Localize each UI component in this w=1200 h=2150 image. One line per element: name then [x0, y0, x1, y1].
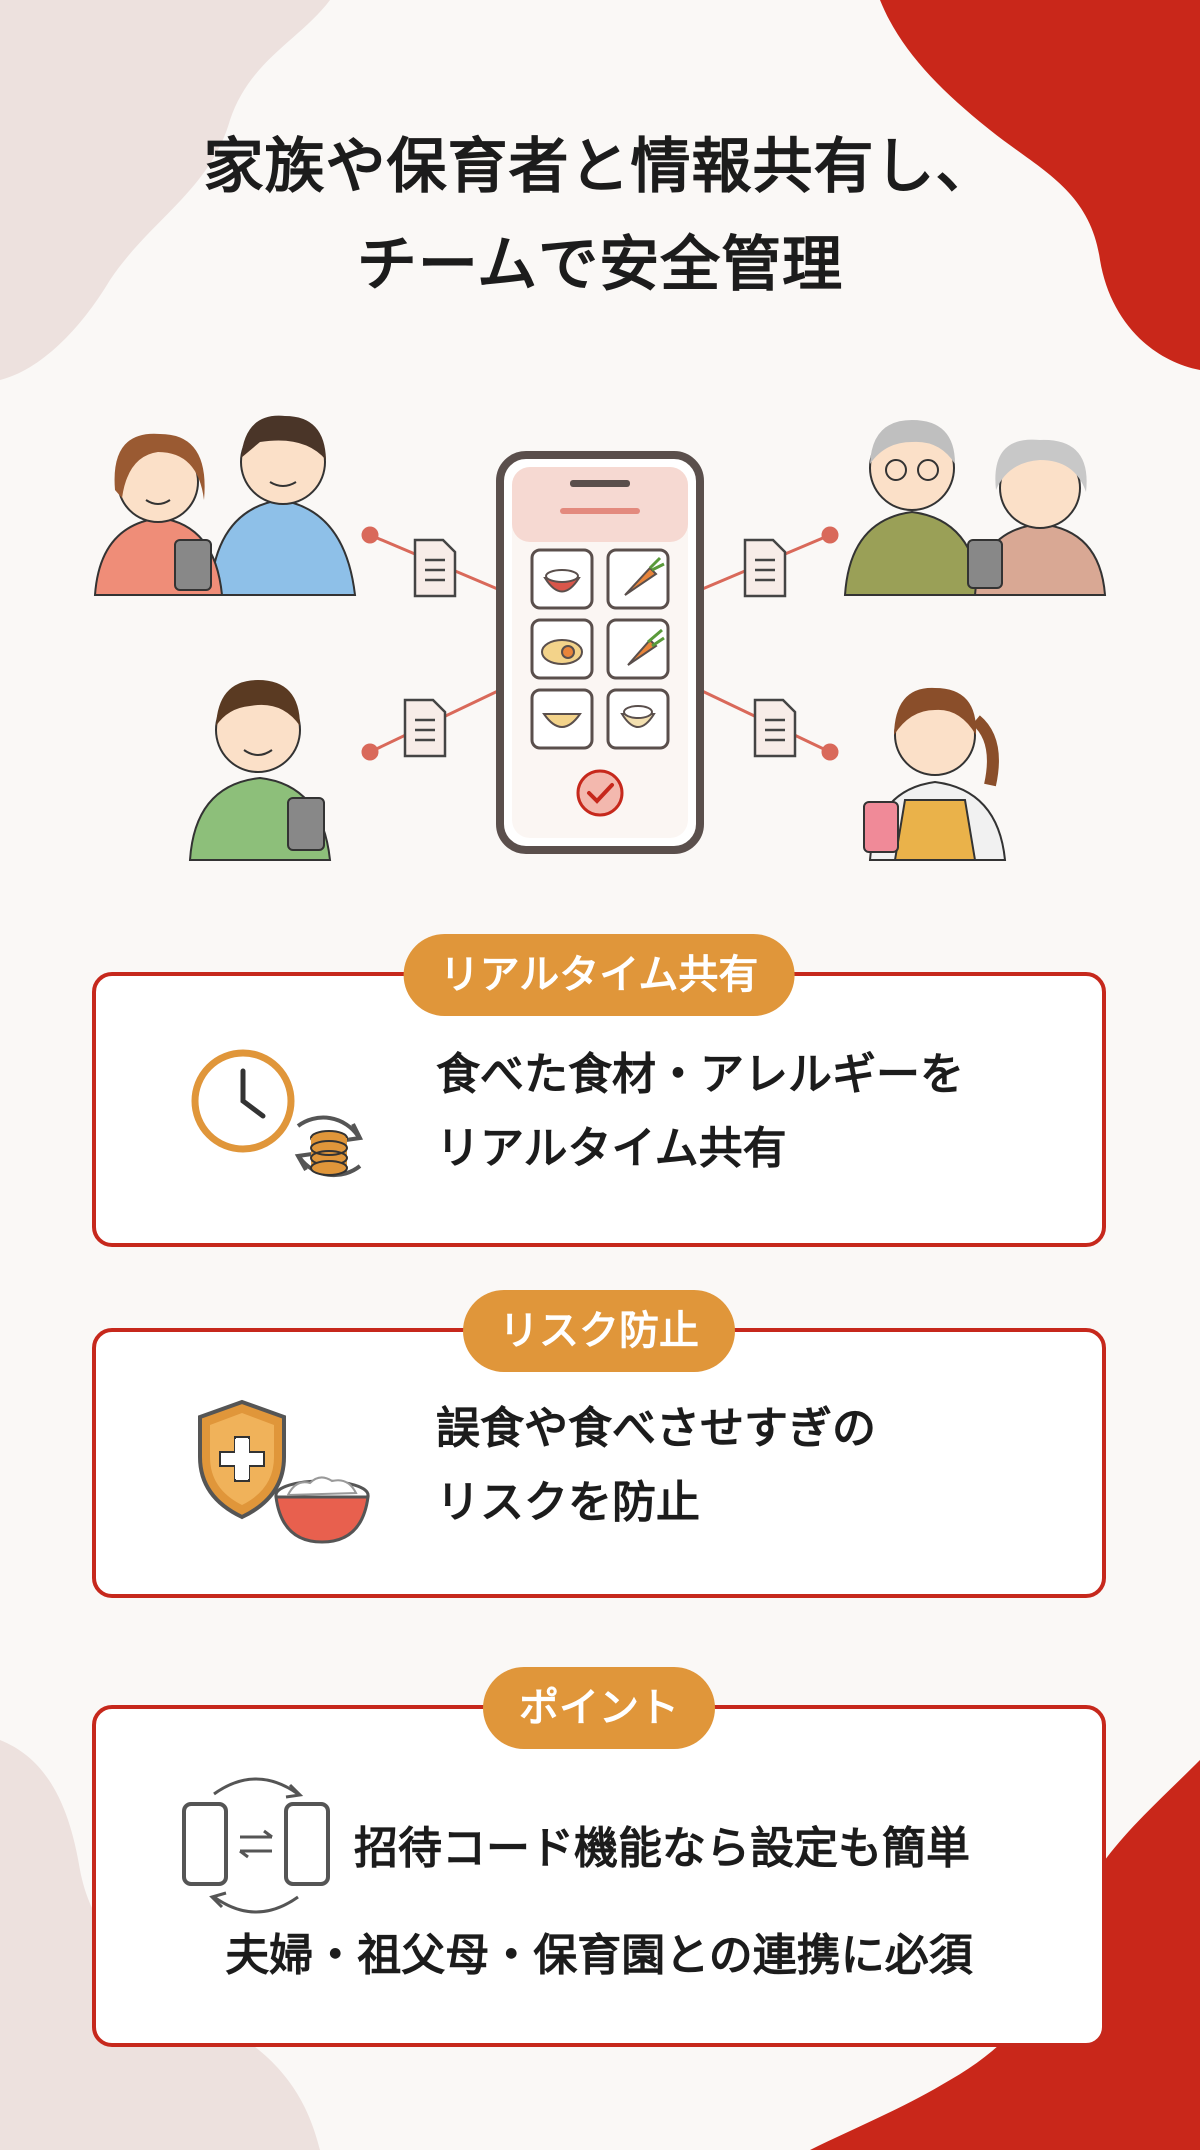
check-icon [576, 769, 624, 817]
card-line-1: 食べた食材・アレルギーを [436, 1049, 964, 1100]
card-realtime-sharing: リアルタイム共有 食べた食材・アレルギーを リアルタイム共有 [92, 934, 1106, 1247]
card-line-1: 誤食や食べさせすぎの [436, 1403, 876, 1454]
card-badge: リスク防止 [463, 1290, 735, 1372]
caregiver [863, 687, 1007, 861]
title-line-1: 家族や保育者と情報共有し、 [203, 132, 997, 202]
clock-sync-icon [191, 1049, 364, 1178]
food-grid [530, 548, 670, 750]
grandparents [843, 420, 1107, 596]
card-badge: ポイント [483, 1667, 715, 1749]
document-icon [403, 538, 797, 758]
family-parents [93, 415, 357, 596]
card-line-2: リアルタイム共有 [436, 1123, 787, 1174]
card-badge: リアルタイム共有 [403, 934, 795, 1016]
card-line-1: 招待コード機能なら設定も簡単 [354, 1823, 970, 1874]
title-line-2: チームで安全管理 [356, 230, 844, 300]
background-blob-bottom-right [810, 1760, 1200, 2150]
father [188, 680, 332, 861]
shield-bowl-icon [198, 1399, 370, 1544]
phone-sync-icon [182, 1777, 330, 1914]
card-point: ポイント 招待コード機能なら設定も簡単 夫婦・祖父母・保育園との連携に必須 [92, 1667, 1106, 2047]
card-line-2: リスクを防止 [436, 1477, 700, 1528]
card-line-2: 夫婦・祖父母・保育園との連携に必須 [225, 1930, 973, 1981]
background-blob-top-left [0, 0, 330, 380]
background-blob-bottom-left [0, 1740, 320, 2150]
background-blob-top-right [880, 0, 1200, 370]
sharing-illustration [93, 415, 1107, 861]
card-risk-prevention: リスク防止 誤食や食べさせすぎの リスクを防止 [92, 1290, 1106, 1598]
page-title: 家族や保育者と情報共有し、 チームで安全管理 [0, 118, 1200, 314]
